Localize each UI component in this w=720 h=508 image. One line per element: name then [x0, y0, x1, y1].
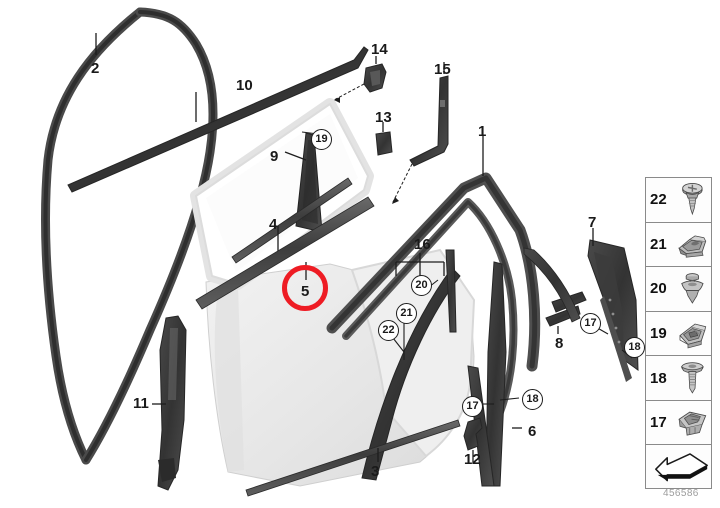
- callout-6: 6: [528, 423, 537, 440]
- fastener-legend-panel: 22 21: [645, 177, 712, 489]
- callout-22: 22: [378, 320, 399, 341]
- legend-number-21: 21: [650, 235, 667, 253]
- legend-cell-21: 21: [646, 223, 711, 268]
- retaining-clip-icon: [672, 401, 711, 445]
- callout-21: 21: [396, 303, 417, 324]
- legend-number-22: 22: [650, 191, 667, 209]
- part-1-window-frame-seal: [326, 136, 541, 416]
- part-6-rear-vertical-trim: [485, 261, 522, 487]
- legend-number-19: 19: [650, 324, 667, 342]
- part-15-bracket: [391, 62, 449, 205]
- callout-18-lower: 18: [522, 389, 543, 410]
- legend-number-17: 17: [650, 414, 667, 432]
- part-12-retaining-bracket: [463, 417, 483, 464]
- highlight-ring-part-5: [282, 265, 328, 311]
- callout-15: 15: [434, 61, 451, 78]
- part-14-corner-clip: [333, 56, 387, 103]
- callout-3: 3: [371, 463, 380, 480]
- callout-7: 7: [588, 214, 597, 231]
- callout-1: 1: [478, 123, 487, 140]
- callout-16: 16: [414, 236, 431, 253]
- part-11-front-vertical-trim: [152, 315, 187, 491]
- part-10-upper-frame-trim: [67, 46, 369, 193]
- diagram-watermark: 456586: [663, 488, 699, 499]
- part-2-door-seal: [41, 7, 218, 465]
- part-3-lower-door-seal: [245, 419, 461, 497]
- callout-18-upper: 18: [624, 337, 645, 358]
- legend-cell-direction-arrow: [646, 445, 711, 490]
- panel-edge-seal: [523, 247, 581, 323]
- callout-17-upper: 17: [580, 313, 601, 334]
- square-clip-icon: [672, 312, 711, 356]
- legend-cell-20: 20: [646, 267, 711, 312]
- tapping-screw-icon: [672, 356, 711, 400]
- callout-20: 20: [411, 275, 432, 296]
- part-13-stop-buffer: [375, 122, 393, 156]
- part-16-mounting-set-bracket: [395, 253, 445, 276]
- legend-cell-18: 18: [646, 356, 711, 401]
- legend-cell-17: 17: [646, 401, 711, 446]
- callout-14: 14: [371, 41, 388, 58]
- callout-5: 5: [301, 283, 310, 300]
- part-7-b-pillar-cover: [587, 228, 639, 382]
- arrow-direction-icon: [652, 445, 711, 490]
- legend-number-18: 18: [650, 369, 667, 387]
- callout-10: 10: [236, 77, 253, 94]
- callout-11: 11: [133, 395, 149, 412]
- callout-9: 9: [270, 148, 279, 165]
- callout-17-lower: 17: [462, 396, 483, 417]
- callout-2: 2: [91, 60, 100, 77]
- expanding-rivet-icon: [672, 267, 711, 311]
- window-guide-strip: [445, 249, 457, 333]
- callout-8: 8: [555, 335, 564, 352]
- callout-4: 4: [269, 216, 278, 233]
- legend-cell-22: 22: [646, 178, 711, 223]
- callout-19: 19: [311, 129, 332, 150]
- spring-clamp-icon: [672, 223, 711, 267]
- pan-head-screw-icon: [672, 178, 711, 222]
- legend-cell-19: 19: [646, 312, 711, 357]
- legend-number-20: 20: [650, 280, 667, 298]
- callout-13: 13: [375, 109, 392, 126]
- part-4-inner-belt-molding: [231, 177, 353, 264]
- callout-12: 12: [464, 451, 481, 468]
